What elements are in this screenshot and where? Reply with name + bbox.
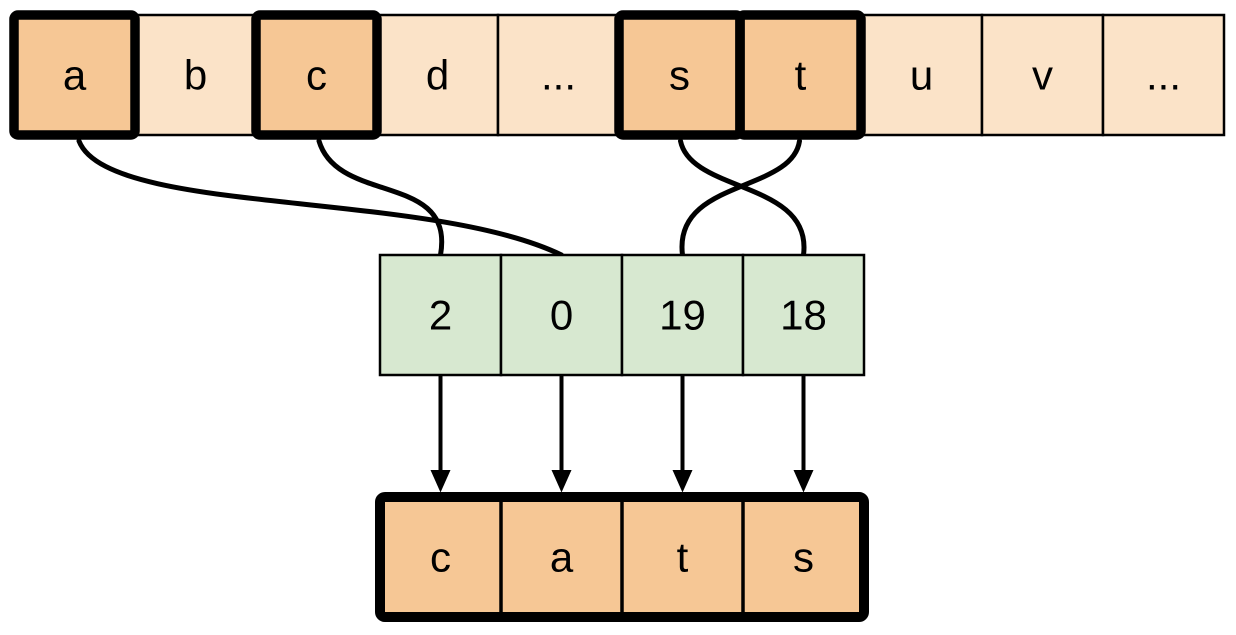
index-to-output-arrows — [430, 375, 814, 493]
curve-c-to-index2 — [316, 138, 445, 258]
alphabet-cell-box-ellipsis-1 — [496, 13, 621, 137]
index-row: 2 0 19 18 — [378, 253, 866, 377]
arrow-head-0 — [430, 470, 451, 493]
alphabet-cell-box-a — [12, 13, 137, 137]
alphabet-row: a b c d ... s t u v ... — [9, 10, 1226, 140]
alphabet-label-ellipsis-2: ... — [1146, 52, 1181, 99]
output-cell-box-1 — [501, 497, 622, 617]
alphabet-label-u: u — [910, 52, 933, 99]
alphabet-label-v: v — [1032, 52, 1053, 99]
arrow-head-3 — [793, 470, 814, 493]
index-value-3: 18 — [780, 292, 827, 339]
curve-a-to-index0 — [76, 138, 564, 258]
alphabet-label-d: d — [426, 52, 449, 99]
alphabet-label-t: t — [795, 52, 807, 99]
alphabet-cell-box-v — [980, 13, 1105, 137]
highlight-border-c — [251, 10, 382, 140]
output-letter-1: a — [550, 534, 574, 581]
alphabet-cell-box-b — [133, 13, 258, 137]
index-value-0: 2 — [429, 292, 452, 339]
highlight-border-t — [735, 10, 866, 140]
index-value-1: 0 — [550, 292, 573, 339]
highlight-border-a — [9, 10, 140, 140]
output-cell-box-3 — [743, 497, 864, 617]
index-cell-box-2 — [620, 253, 745, 377]
arrow-head-1 — [551, 470, 572, 493]
alphabet-label-a: a — [63, 52, 87, 99]
alphabet-cell-box-ellipsis-2 — [1101, 13, 1226, 137]
output-cell-box-0 — [380, 497, 501, 617]
mapping-curves — [76, 138, 807, 258]
output-letter-3: s — [793, 534, 814, 581]
output-cell-box-2 — [622, 497, 743, 617]
curve-t-to-index19 — [679, 138, 802, 258]
index-cell-box-3 — [741, 253, 866, 377]
index-cell-box-1 — [499, 253, 624, 377]
alphabet-label-c: c — [306, 52, 327, 99]
index-value-2: 19 — [659, 292, 706, 339]
output-row: c a t s — [375, 492, 869, 622]
output-letter-2: t — [677, 534, 689, 581]
alphabet-label-s: s — [669, 52, 690, 99]
curve-s-to-index18 — [678, 138, 807, 258]
alphabet-label-ellipsis-1: ... — [541, 52, 576, 99]
output-outer-border — [375, 492, 869, 622]
arrow-head-2 — [672, 470, 693, 493]
alphabet-label-b: b — [184, 52, 207, 99]
output-letter-0: c — [430, 534, 451, 581]
